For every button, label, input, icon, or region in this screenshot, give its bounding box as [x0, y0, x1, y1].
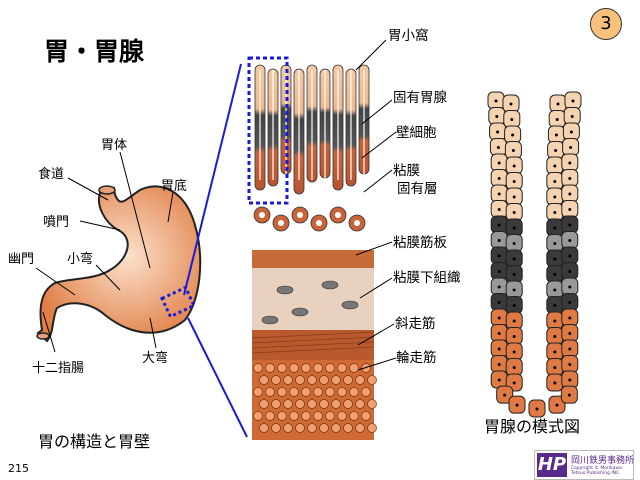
label-gastric-pit: 胃小窩 [388, 28, 429, 44]
muscle-cell [313, 387, 323, 397]
muscle-cell [277, 387, 287, 397]
muscle-cell [337, 363, 347, 373]
caption-stomach-structure: 胃の構造と胃壁 [38, 432, 151, 451]
logo-name: 岡川鉄男事務所 [571, 456, 635, 466]
label-lesser-curvature: 小弯 [67, 252, 94, 267]
label-oblique-muscle: 斜走筋 [395, 316, 436, 332]
muscle-cell [325, 411, 335, 421]
muscle-cell [361, 411, 371, 421]
muscle-cell [265, 363, 275, 373]
muscle-cell [349, 387, 359, 397]
muscle-cell [325, 387, 335, 397]
publisher-logo: HP 岡川鉄男事務所 Copyright © Morikawa Tetsuo P… [534, 450, 634, 480]
muscle-cell [331, 423, 341, 433]
slide-title: 胃・胃腺 [44, 37, 145, 66]
muscle-cell [289, 387, 299, 397]
zoom-indicator [159, 63, 248, 438]
label-greater-curvature: 大弯 [142, 351, 169, 366]
logo-mark: HP [537, 453, 567, 477]
muscle-cell [331, 399, 341, 409]
gastric-gland-model [487, 91, 582, 418]
muscle-cell [349, 363, 359, 373]
muscle-cell [349, 411, 359, 421]
label-submucosa: 粘膜下組織 [393, 270, 461, 286]
muscle-cell [265, 387, 275, 397]
muscle-cell [343, 423, 353, 433]
muscle-cell [289, 411, 299, 421]
muscle-cell [253, 411, 263, 421]
muscle-cell [355, 399, 365, 409]
label-duodenum: 十二指腸 [32, 361, 85, 376]
muscle-cell [259, 399, 269, 409]
muscle-cell [253, 363, 263, 373]
mucosa-drawing [253, 64, 370, 232]
muscle-cell [301, 411, 311, 421]
muscle-cell [271, 423, 281, 433]
slide-number-badge: 3 [590, 8, 622, 40]
muscle-cell [301, 387, 311, 397]
muscle-cell [361, 387, 371, 397]
muscle-cell [319, 399, 329, 409]
vessel [341, 300, 359, 310]
label-fundus: 胃底 [161, 179, 188, 194]
label-parietal-cell: 壁細胞 [396, 125, 437, 141]
muscle-cell [283, 375, 293, 385]
label-esophagus: 食道 [38, 167, 65, 182]
caption-gland-model: 胃腺の模式図 [484, 417, 581, 436]
muscle-cell [343, 399, 353, 409]
muscle-cell [259, 423, 269, 433]
muscle-cell [271, 399, 281, 409]
muscle-cell [283, 423, 293, 433]
muscle-cell [307, 423, 317, 433]
wall-layers-drawing [251, 250, 377, 440]
muscle-cell [313, 363, 323, 373]
label-circular-muscle: 輪走筋 [396, 350, 437, 366]
muscle-cell [307, 399, 317, 409]
label-stomach-body: 胃体 [101, 138, 128, 153]
muscle-cell [355, 423, 365, 433]
muscle-cell [301, 363, 311, 373]
label-mucosa: 粘膜 [393, 163, 420, 179]
muscle-cell [361, 363, 371, 373]
logo-copyright: Copyright © Morikawa Tetsuo Publishing I… [571, 466, 622, 476]
muscle-cell [295, 423, 305, 433]
wall-leader-lines [355, 39, 397, 371]
muscle-cell [319, 375, 329, 385]
label-muscularis-mucosae: 粘膜筋板 [393, 235, 447, 251]
muscle-cell [283, 399, 293, 409]
muscle-cell [277, 363, 287, 373]
vessel [321, 280, 339, 290]
muscle-cell [319, 423, 329, 433]
muscle-cell [265, 411, 275, 421]
muscle-cell [307, 375, 317, 385]
muscle-cell [289, 363, 299, 373]
muscle-cell [367, 399, 377, 409]
stomach-drawing [36, 185, 202, 343]
page-number: 215 [8, 462, 29, 475]
stomach-leader-lines [35, 151, 174, 353]
vessel [291, 307, 309, 317]
muscle-cell [325, 363, 335, 373]
muscle-cell [367, 375, 377, 385]
muscle-cell [259, 375, 269, 385]
muscle-cell [337, 411, 347, 421]
muscle-cell [343, 375, 353, 385]
muscle-cell [313, 411, 323, 421]
label-gastric-gland: 固有胃腺 [393, 90, 447, 106]
label-pylorus: 幽門 [8, 252, 35, 267]
vessel [276, 285, 294, 295]
vessel [261, 315, 279, 325]
muscle-cell [331, 375, 341, 385]
muscle-cell [277, 411, 287, 421]
label-cardia: 噴門 [43, 215, 70, 230]
muscle-cell [355, 375, 365, 385]
muscle-cell [295, 399, 305, 409]
muscle-cell [337, 387, 347, 397]
muscle-cell [367, 423, 377, 433]
label-lamina-propria: 固有層 [397, 181, 438, 197]
muscle-cell [295, 375, 305, 385]
muscle-cell [271, 375, 281, 385]
muscle-cell [253, 387, 263, 397]
